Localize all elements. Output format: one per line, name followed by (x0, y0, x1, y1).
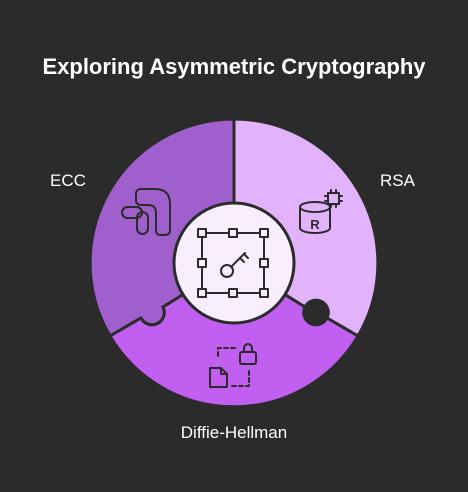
label-rsa: RSA (380, 171, 415, 190)
key-exchange-lock-icon (209, 343, 257, 388)
label-ecc: ECC (50, 171, 86, 190)
label-diffie-hellman: Diffie-Hellman (180, 423, 288, 442)
svg-text:R: R (310, 217, 320, 232)
rsa-chip-database-icon: R (299, 189, 343, 234)
key-chip-icon (197, 228, 269, 298)
page-title: Exploring Asymmetric Cryptography (42, 54, 426, 79)
segment-diffie-hellman (108, 261, 360, 409)
ecc-curve-icon (121, 188, 171, 236)
